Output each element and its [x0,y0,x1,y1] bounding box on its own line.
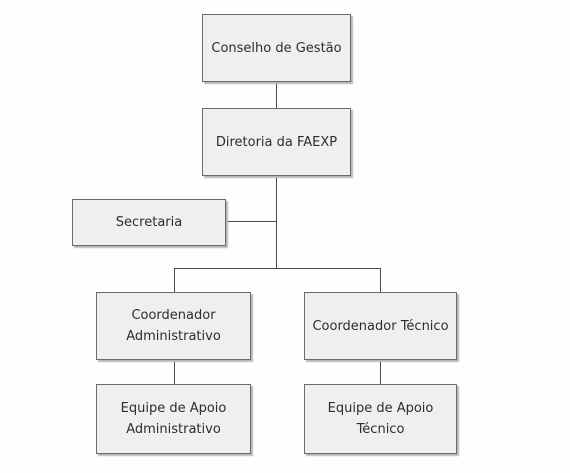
node-conselho-label: Conselho de Gestão [211,40,342,56]
node-coord-tecnico-label: Coordenador Técnico [312,318,449,334]
node-secretaria: Secretaria [72,199,226,246]
node-coord-admin-line1: Coordenador [131,308,216,323]
node-conselho-de-gestao: Conselho de Gestão [202,14,351,82]
node-coord-admin-line2: Administrativo [126,329,221,344]
node-equipe-tecnico-line2: Técnico [356,422,405,437]
connector-coord-admin-equipe [174,360,175,384]
node-equipe-tecnico-line1: Equipe de Apoio [327,401,434,416]
connector-secretaria [226,221,277,222]
connector-coord-tecnico-equipe [380,360,381,384]
node-equipe-apoio-tecnico: Equipe de Apoio Técnico [304,384,457,454]
node-equipe-admin-line1: Equipe de Apoio [120,401,227,416]
connector-diretoria-branch [276,176,277,268]
connector-to-coord-admin [174,268,175,292]
node-secretaria-label: Secretaria [115,215,183,230]
node-coordenador-tecnico: Coordenador Técnico [304,292,457,360]
node-equipe-admin-line2: Administrativo [126,422,221,437]
connector-to-coord-tecnico [380,268,381,292]
node-coordenador-administrativo: Coordenador Administrativo [96,292,251,360]
node-diretoria-label: Diretoria da FAEXP [215,134,338,150]
node-diretoria-faexp: Diretoria da FAEXP [202,108,351,176]
connector-branch-horizontal [174,268,381,269]
connector-conselho-diretoria [276,82,277,108]
node-equipe-apoio-administrativo: Equipe de Apoio Administrativo [96,384,251,454]
